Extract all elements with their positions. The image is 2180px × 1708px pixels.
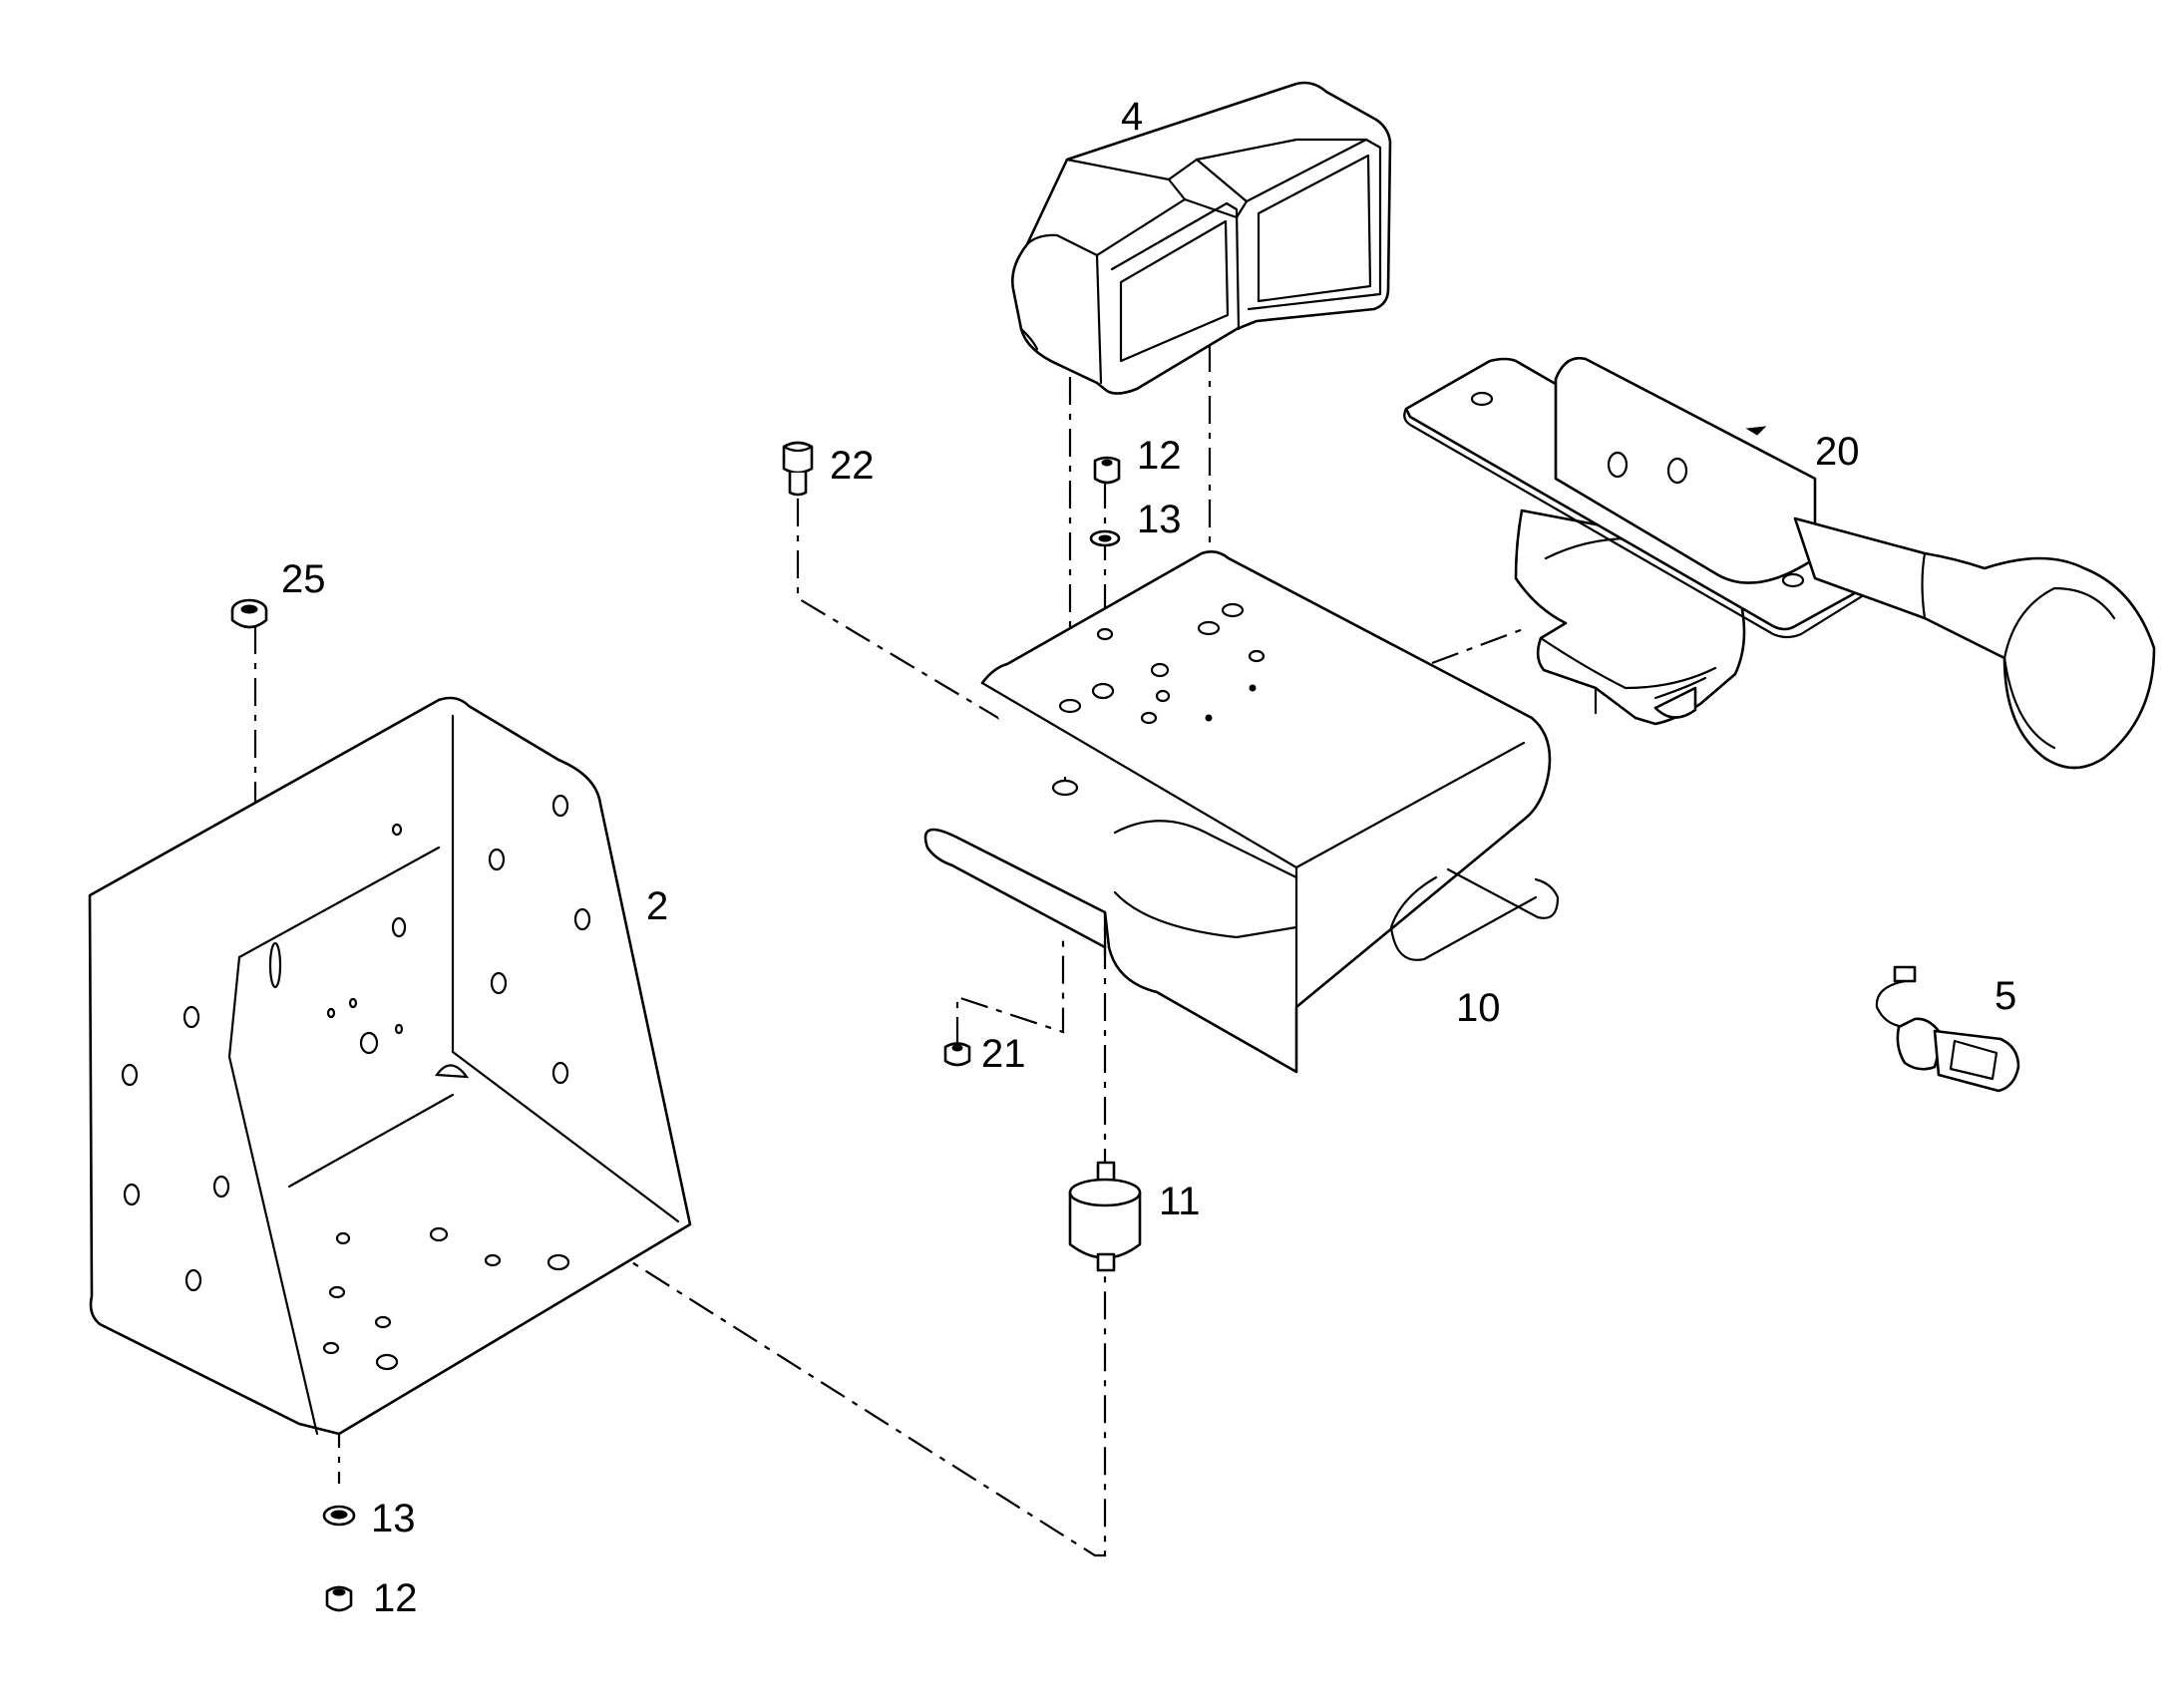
callout-12-bottom: 12 <box>373 1576 418 1620</box>
horn-part-20 <box>1403 356 2156 770</box>
callout-22: 22 <box>830 444 875 488</box>
bulb-part-5 <box>1875 965 2020 1093</box>
bolt-part-22 <box>782 441 814 497</box>
light-part-4 <box>1011 81 1392 395</box>
callout-labels: 2 4 5 10 11 12 13 12 13 20 21 22 25 <box>281 95 2016 1620</box>
callout-11: 11 <box>1159 1180 1201 1223</box>
washer-part-13-bottom <box>322 1505 356 1527</box>
bracket-part-2 <box>88 696 692 1436</box>
callout-2: 2 <box>646 884 668 928</box>
nut-part-12-top <box>1093 456 1121 485</box>
callout-20: 20 <box>1815 430 1860 474</box>
callout-5: 5 <box>1995 974 2016 1018</box>
console-part-10 <box>923 550 1560 1074</box>
nut-part-21 <box>943 1042 971 1067</box>
callout-25: 25 <box>281 557 326 601</box>
callout-10: 10 <box>1456 986 1501 1030</box>
callout-12-top: 12 <box>1137 434 1182 478</box>
callout-21: 21 <box>981 1032 1026 1076</box>
grommet-part-25 <box>230 598 268 629</box>
callout-4: 4 <box>1121 95 1143 139</box>
nut-part-12-bottom <box>325 1585 353 1612</box>
callout-13-bottom: 13 <box>371 1497 416 1540</box>
washer-part-13-top <box>1089 529 1121 547</box>
rubber-mount-part-11 <box>1068 1161 1142 1272</box>
callout-13-top: 13 <box>1137 498 1182 541</box>
